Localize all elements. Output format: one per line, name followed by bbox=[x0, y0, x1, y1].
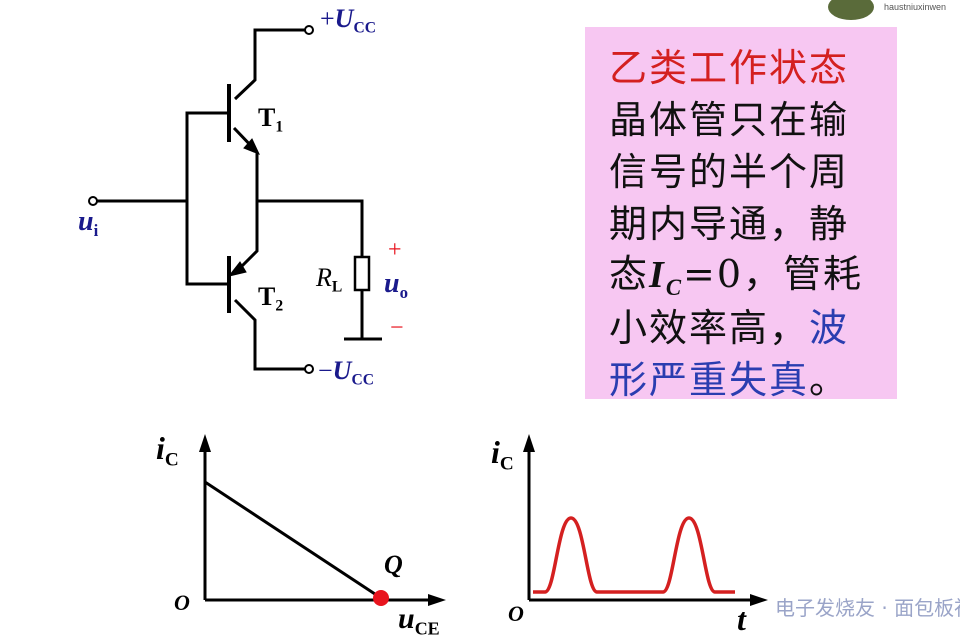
explanation-box: 乙类工作状态 晶体管只在输 信号的半个周 期内导通，静 态IC=0，管耗 小效率… bbox=[585, 27, 897, 399]
left-x-arrow bbox=[428, 594, 446, 606]
t1-label: T1 bbox=[258, 103, 284, 136]
explanation-line-4: 态IC=0，管耗 bbox=[609, 252, 864, 300]
vcc-neg-terminal bbox=[304, 364, 314, 374]
explanation-line-1: 晶体管只在输 bbox=[609, 98, 850, 142]
vcc-neg-wire bbox=[233, 298, 306, 371]
account-name: haustniuxinwen bbox=[884, 2, 947, 12]
watermark: 电子发烧友 · 面包板社区 bbox=[775, 596, 960, 620]
right-ylabel: iC bbox=[491, 434, 514, 475]
avatar bbox=[828, 0, 874, 20]
vcc-neg-label: −UCC bbox=[318, 356, 374, 389]
ic-pulse-wave bbox=[533, 516, 735, 594]
right-y-arrow bbox=[523, 434, 535, 452]
load-resistor bbox=[353, 255, 371, 292]
t2-emitter-arrow bbox=[227, 261, 247, 277]
right-x-arrow bbox=[750, 594, 768, 606]
explanation-line-6: 形严重失真。 bbox=[609, 358, 850, 402]
input-terminal bbox=[88, 196, 98, 206]
left-origin: O bbox=[174, 590, 190, 615]
output-label: uo bbox=[384, 268, 408, 302]
left-ylabel: iC bbox=[156, 430, 179, 471]
explanation-title: 乙类工作状态 bbox=[609, 46, 850, 90]
vcc-pos-wire bbox=[233, 28, 306, 101]
q-point bbox=[373, 590, 389, 606]
t2-emitter-wire bbox=[236, 201, 259, 272]
explanation-line-5: 小效率高，波 bbox=[609, 306, 850, 350]
explanation-line-3: 期内导通，静 bbox=[609, 202, 850, 246]
load-label: RL bbox=[316, 263, 343, 296]
left-graph bbox=[199, 434, 446, 606]
right-origin: O bbox=[508, 601, 524, 626]
t1-emitter-arrow bbox=[243, 138, 260, 155]
left-xlabel: uCE bbox=[398, 602, 440, 639]
vcc-pos-label: +UCC bbox=[320, 4, 376, 37]
right-xlabel: t bbox=[737, 601, 746, 637]
t2-label: T2 bbox=[258, 282, 284, 315]
right-graph bbox=[523, 434, 768, 606]
output-plus-sign: + bbox=[388, 237, 402, 263]
vcc-pos-terminal bbox=[304, 25, 314, 35]
base-bus bbox=[185, 111, 229, 286]
input-label: ui bbox=[78, 206, 99, 240]
q-label: Q bbox=[384, 550, 403, 579]
output-minus-sign: − bbox=[390, 315, 404, 341]
left-y-arrow bbox=[199, 434, 211, 452]
load-line bbox=[204, 480, 382, 600]
explanation-line-2: 信号的半个周 bbox=[609, 150, 850, 194]
emitter-node-wire bbox=[255, 152, 364, 257]
push-pull-circuit bbox=[88, 25, 382, 374]
